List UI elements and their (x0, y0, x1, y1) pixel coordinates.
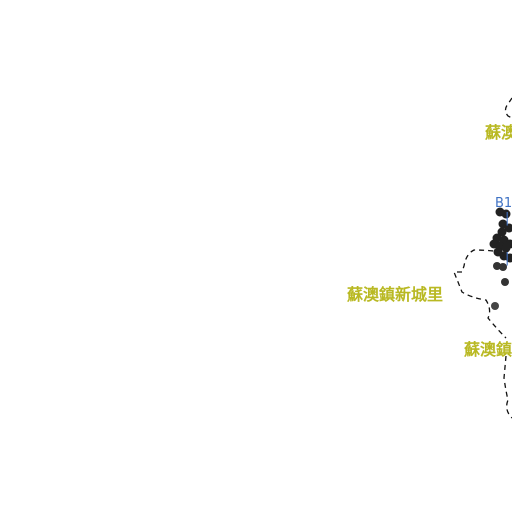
poi-marker[interactable] (504, 223, 512, 233)
marker-cluster (489, 207, 512, 310)
poi-label: B1 (495, 196, 512, 211)
poi-marker[interactable] (505, 253, 512, 263)
poi-label-fragment: | (505, 211, 509, 226)
district-label-north: 蘇澳 (484, 123, 512, 142)
district-label-south: 蘇澳鎮 (463, 340, 512, 359)
poi-marker[interactable] (501, 278, 509, 286)
poi-marker[interactable] (491, 302, 499, 310)
district-boundary-south (503, 355, 512, 419)
poi-marker[interactable] (499, 263, 507, 271)
poi-marker[interactable] (493, 262, 501, 270)
poi-marker[interactable] (497, 227, 507, 237)
poi-marker[interactable] (501, 209, 511, 219)
poi-label-fragment: | (505, 251, 509, 266)
district-boundary-west (453, 249, 507, 339)
poi-marker[interactable] (505, 239, 512, 249)
district-boundary-north (504, 97, 512, 119)
district-label-west: 蘇澳鎮新城里 (346, 285, 443, 304)
